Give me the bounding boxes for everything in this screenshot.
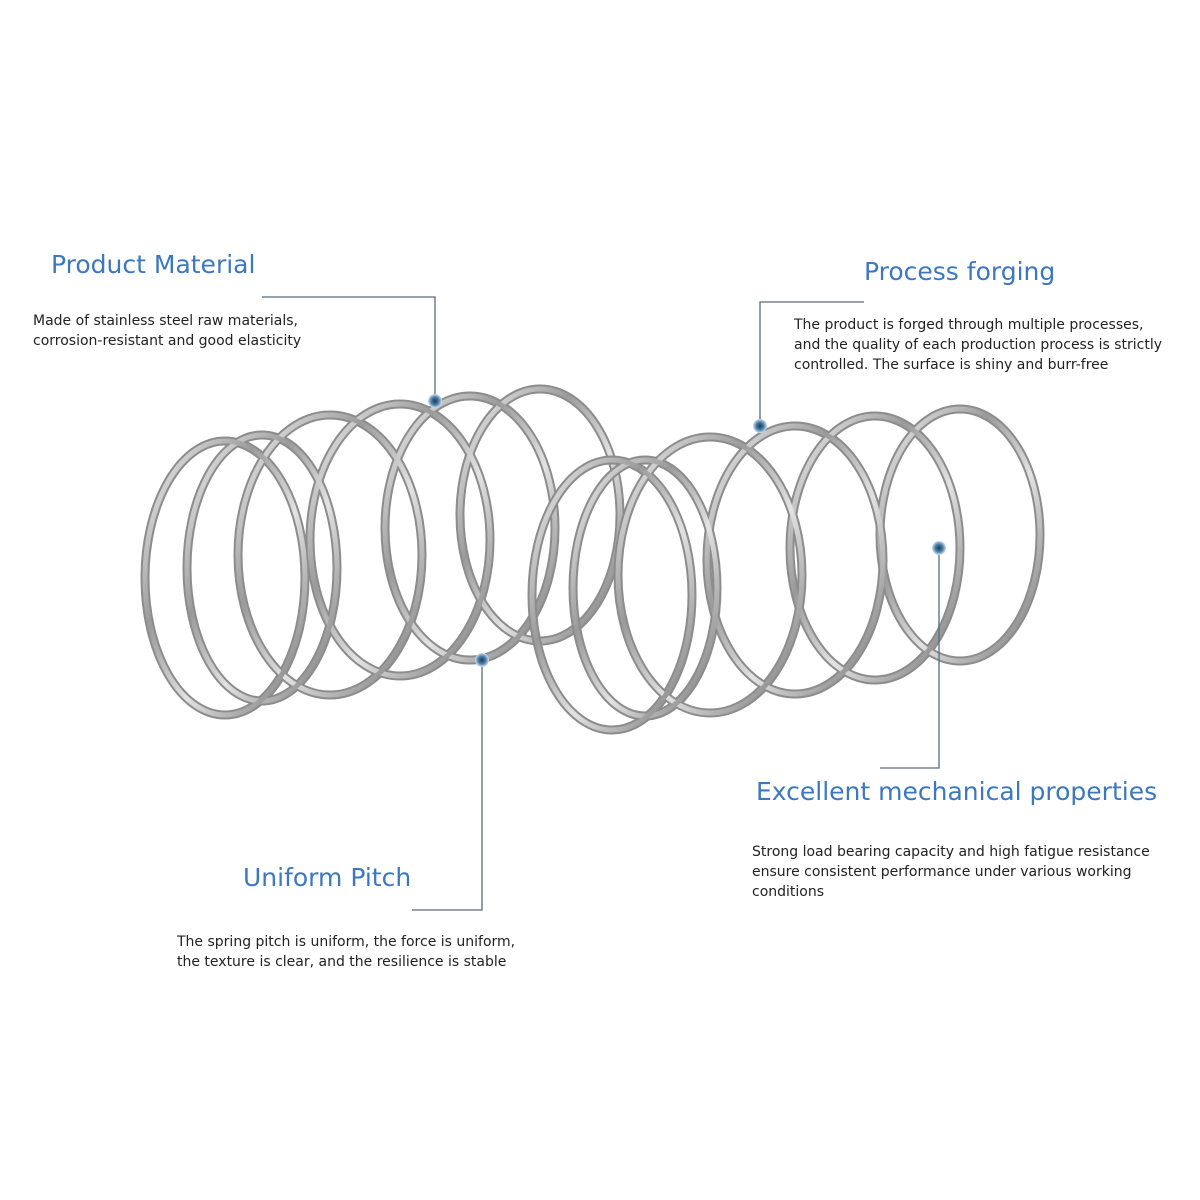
desc-uniform-pitch: The spring pitch is uniform, the force i…	[177, 932, 515, 972]
heading-product-material: Product Material	[51, 250, 256, 279]
marker-dot-pitch	[475, 653, 489, 667]
desc-line: ensure consistent performance under vari…	[752, 864, 1132, 880]
marker-dot-forging	[753, 419, 767, 433]
desc-line: controlled. The surface is shiny and bur…	[794, 357, 1109, 373]
desc-line: The product is forged through multiple p…	[794, 317, 1144, 333]
desc-line: Made of stainless steel raw materials,	[33, 313, 298, 329]
desc-line: and the quality of each production proce…	[794, 337, 1163, 353]
desc-process-forging: The product is forged through multiple p…	[794, 315, 1162, 375]
leader-line-mechanical	[880, 548, 940, 769]
heading-process-forging: Process forging	[864, 257, 1056, 286]
leader-line-forging	[759, 301, 864, 426]
callout-markers	[428, 394, 946, 667]
heading-uniform-pitch: Uniform Pitch	[243, 863, 412, 892]
marker-dot-material	[428, 394, 442, 408]
desc-line: conditions	[752, 884, 825, 900]
desc-line: corrosion-resistant and good elasticity	[33, 333, 302, 349]
desc-product-material: Made of stainless steel raw materials, c…	[33, 311, 301, 351]
desc-line: the texture is clear, and the resilience…	[177, 954, 507, 970]
leader-line-material	[262, 296, 436, 401]
right-spring	[527, 404, 1045, 735]
leader-lines	[262, 296, 940, 911]
leader-line-pitch	[412, 660, 483, 911]
desc-line: Strong load bearing capacity and high fa…	[752, 844, 1150, 860]
desc-line: The spring pitch is uniform, the force i…	[177, 934, 516, 950]
marker-dot-mechanical	[932, 541, 946, 555]
heading-mechanical-properties: Excellent mechanical properties	[756, 777, 1158, 806]
desc-mechanical-properties: Strong load bearing capacity and high fa…	[752, 842, 1150, 902]
left-spring	[140, 384, 625, 720]
